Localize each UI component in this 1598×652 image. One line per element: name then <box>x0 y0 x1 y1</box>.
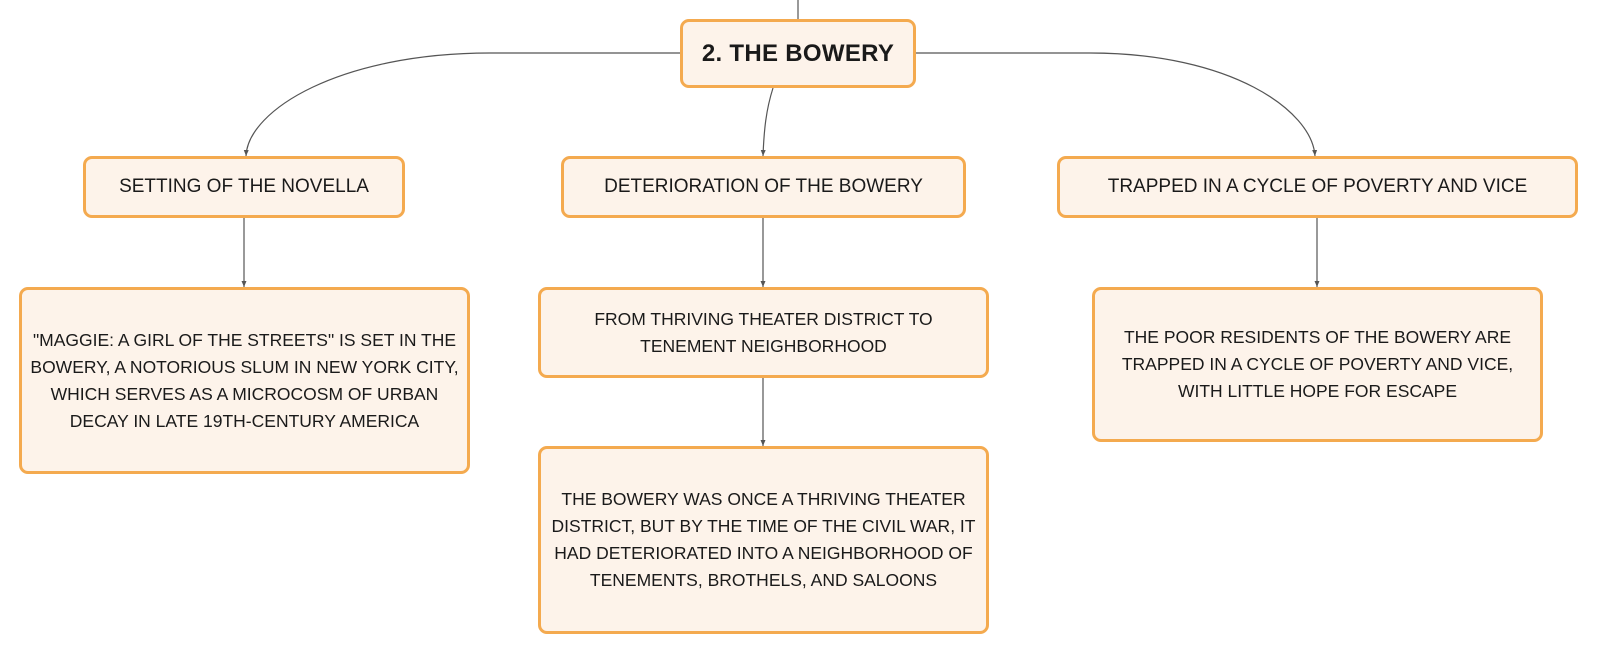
detail-node-text: "MAGGIE: A GIRL OF THE STREETS" IS SET I… <box>30 329 459 431</box>
detail-node-deterioration-summary[interactable]: FROM THRIVING THEATER DISTRICT TO TENEME… <box>538 287 989 378</box>
topic-node-trapped[interactable]: TRAPPED IN A CYCLE OF POVERTY AND VICE <box>1057 156 1578 218</box>
detail-node-deterioration-detail[interactable]: THE BOWERY WAS ONCE A THRIVING THEATER D… <box>538 446 989 634</box>
topic-node-label: SETTING OF THE NOVELLA <box>119 176 369 197</box>
detail-node-text: THE BOWERY WAS ONCE A THRIVING THEATER D… <box>551 489 976 590</box>
topic-node-label: DETERIORATION OF THE BOWERY <box>604 176 923 197</box>
topic-node-label: TRAPPED IN A CYCLE OF POVERTY AND VICE <box>1107 176 1528 197</box>
root-node-the-bowery[interactable]: 2. THE BOWERY <box>680 19 916 88</box>
detail-node-text: THE POOR RESIDENTS OF THE BOWERY ARE TRA… <box>1121 327 1514 401</box>
detail-node-setting[interactable]: "MAGGIE: A GIRL OF THE STREETS" IS SET I… <box>19 287 470 474</box>
topic-node-setting[interactable]: SETTING OF THE NOVELLA <box>83 156 405 218</box>
detail-node-trapped[interactable]: THE POOR RESIDENTS OF THE BOWERY ARE TRA… <box>1092 287 1543 442</box>
topic-node-deterioration[interactable]: DETERIORATION OF THE BOWERY <box>561 156 966 218</box>
connector-root-trapped <box>916 52 1318 157</box>
root-node-label: 2. THE BOWERY <box>701 39 895 67</box>
connector-root-setting <box>243 52 680 157</box>
detail-node-text: FROM THRIVING THEATER DISTRICT TO TENEME… <box>594 308 933 356</box>
connector-root-deterioration <box>760 87 774 157</box>
